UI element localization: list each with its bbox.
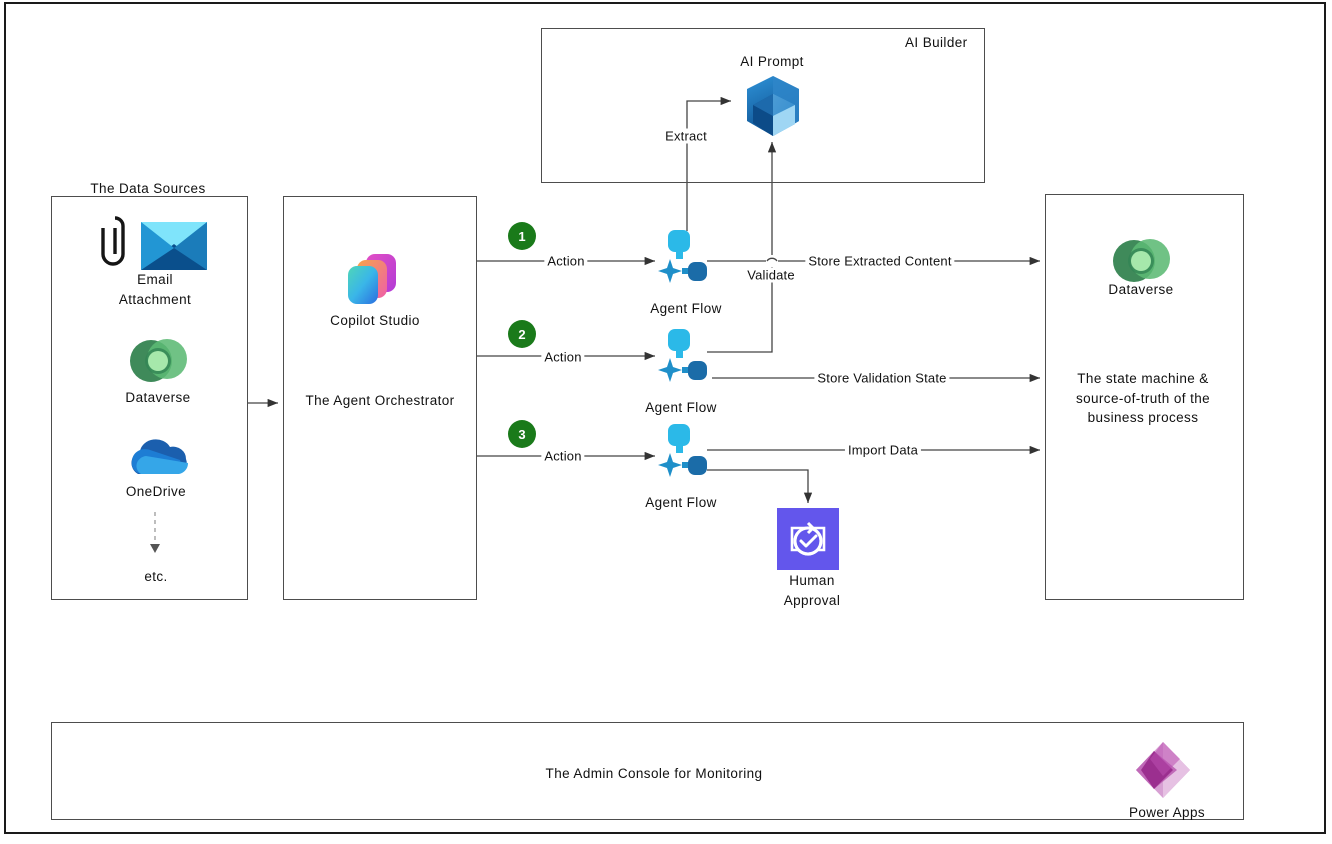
agent-flow-label-2: Agent Flow xyxy=(645,400,717,415)
store-extracted-content-label: Store Extracted Content xyxy=(805,253,955,269)
etc-label: etc. xyxy=(144,569,168,584)
action-label-1: Action xyxy=(544,253,588,269)
power-apps-icon xyxy=(1132,740,1194,800)
agent-flow-icon xyxy=(655,328,707,382)
ai-builder-panel xyxy=(541,28,985,183)
step-badge-1: 1 xyxy=(508,222,536,250)
onedrive-label: OneDrive xyxy=(125,484,187,499)
store-validation-state-label: Store Validation State xyxy=(814,370,950,386)
copilot-studio-label: Copilot Studio xyxy=(330,313,420,328)
step-badge-2: 2 xyxy=(508,320,536,348)
dataverse-store-panel xyxy=(1045,194,1244,600)
power-apps-label: Power Apps xyxy=(1128,805,1206,820)
admin-console-label: The Admin Console for Monitoring xyxy=(545,766,763,781)
dataverse-store-description: The state machine & source-of-truth of t… xyxy=(1075,371,1211,426)
agent-flow-label-3: Agent Flow xyxy=(645,495,717,510)
dataverse-icon xyxy=(1110,232,1172,290)
ai-builder-title: AI Builder xyxy=(905,35,968,50)
action-label-2: Action xyxy=(541,349,585,365)
agent-orchestrator-panel xyxy=(283,196,477,600)
dataverse-label: Dataverse xyxy=(125,390,191,405)
dataverse-store-label: Dataverse xyxy=(1108,282,1174,297)
email-attachment-icon xyxy=(97,212,213,274)
copilot-studio-icon xyxy=(344,249,402,307)
step-badge-3: 3 xyxy=(508,420,536,448)
agent-flow-label-1: Agent Flow xyxy=(650,301,722,316)
action-label-3: Action xyxy=(541,448,585,464)
import-data-label: Import Data xyxy=(844,442,922,458)
page-frame xyxy=(4,2,1326,834)
human-approval-icon xyxy=(777,508,839,570)
email-attachment-label: Email Attachment xyxy=(118,272,192,307)
ai-prompt-label: AI Prompt xyxy=(740,54,804,69)
extract-label: Extract xyxy=(662,128,710,144)
data-sources-caption: The Data Sources xyxy=(90,181,206,196)
human-approval-label: Human Approval xyxy=(783,573,841,608)
dataverse-icon xyxy=(127,332,189,390)
validate-label: Validate xyxy=(744,267,798,283)
onedrive-icon xyxy=(120,435,192,483)
admin-console-panel xyxy=(51,722,1244,820)
agent-flow-icon xyxy=(655,229,707,283)
ai-prompt-icon xyxy=(737,72,809,144)
data-sources-panel xyxy=(51,196,248,600)
agent-flow-icon xyxy=(655,423,707,477)
agent-orchestrator-label: The Agent Orchestrator xyxy=(305,393,455,408)
